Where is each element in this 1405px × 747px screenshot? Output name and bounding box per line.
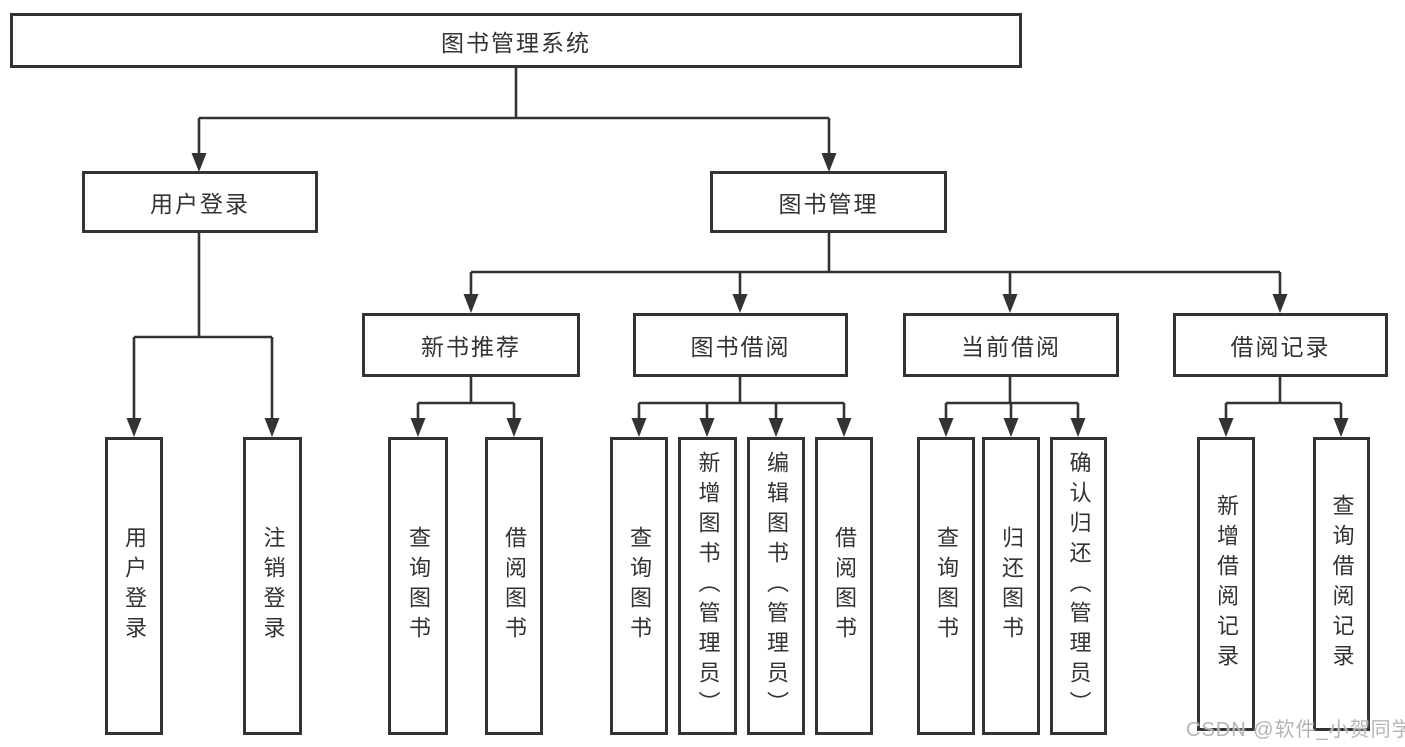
node-label: 用户登录 <box>150 191 250 217</box>
leaf-user-login: 用户登录 <box>105 437 163 735</box>
leaf-add-books-admin: 新增图书（管理员） <box>678 437 737 735</box>
node-borrowing-records: 借阅记录 <box>1173 313 1388 377</box>
leaf-label: 编辑图书（管理员） <box>764 451 789 721</box>
connector-user-login <box>132 233 274 420</box>
leaf-edit-books-admin: 编辑图书（管理员） <box>747 437 805 735</box>
arrowhead <box>699 418 715 437</box>
arrowhead <box>506 418 522 437</box>
arrowhead <box>1272 294 1288 313</box>
node-label: 图书借阅 <box>690 334 791 360</box>
leaf-confirm-return-admin: 确认归还（管理员） <box>1050 437 1107 735</box>
node-book-management: 图书管理 <box>710 171 947 233</box>
arrowhead <box>938 418 954 437</box>
leaf-query-books-borrowing: 查询图书 <box>610 437 668 735</box>
node-label: 当前借阅 <box>961 334 1061 360</box>
leaf-query-books-recommend: 查询图书 <box>388 437 448 735</box>
leaf-label: 借阅图书 <box>832 526 857 646</box>
node-new-book-recommend: 新书推荐 <box>362 313 580 377</box>
leaf-label: 借阅图书 <box>502 526 527 646</box>
arrowhead <box>631 418 647 437</box>
node-book-borrowing: 图书借阅 <box>633 313 848 377</box>
arrowhead <box>836 418 852 437</box>
arrowhead <box>732 294 748 313</box>
connector-borrowing <box>637 377 846 420</box>
leaf-logout: 注销登录 <box>243 437 302 735</box>
connector-records <box>1224 377 1343 420</box>
leaf-label: 注销登录 <box>260 526 286 646</box>
leaf-label: 新增图书（管理员） <box>695 451 721 721</box>
connector-current <box>944 377 1080 420</box>
arrowhead <box>191 153 207 172</box>
arrowhead <box>768 418 784 437</box>
arrowhead <box>1002 294 1018 313</box>
arrowhead <box>1333 418 1349 437</box>
csdn-watermark: CSDN @软件_小贺同学 <box>1186 719 1405 741</box>
arrowhead <box>821 153 837 172</box>
leaf-label: 确认归还（管理员） <box>1066 451 1092 721</box>
connector-new-books <box>416 377 516 420</box>
leaf-label: 用户登录 <box>122 526 147 646</box>
arrowhead <box>1070 418 1086 437</box>
node-root-label: 图书管理系统 <box>441 29 591 56</box>
arrowhead <box>463 294 479 313</box>
connector-root <box>197 68 831 155</box>
arrowhead <box>264 418 280 437</box>
arrowhead <box>410 418 426 437</box>
leaf-label: 查询图书 <box>406 526 431 646</box>
leaf-add-borrow-record: 新增借阅记录 <box>1197 437 1255 731</box>
connector-book-mgmt <box>469 233 1282 296</box>
leaf-query-borrow-record: 查询借阅记录 <box>1313 437 1370 731</box>
node-label: 新书推荐 <box>421 334 521 360</box>
leaf-label: 查询借阅记录 <box>1329 494 1355 674</box>
node-user-login: 用户登录 <box>82 171 318 233</box>
node-current-borrowing: 当前借阅 <box>903 313 1119 377</box>
leaf-label: 新增借阅记录 <box>1214 494 1239 674</box>
leaf-borrow-books: 借阅图书 <box>815 437 873 735</box>
arrowhead <box>1218 418 1234 437</box>
node-root: 图书管理系统 <box>10 13 1022 68</box>
leaf-label: 查询图书 <box>934 526 959 646</box>
leaf-label: 查询图书 <box>627 526 652 646</box>
leaf-borrow-books-recommend: 借阅图书 <box>485 437 543 735</box>
leaf-label: 归还图书 <box>999 526 1024 646</box>
leaf-query-books-current: 查询图书 <box>917 437 975 735</box>
node-label: 借阅记录 <box>1230 334 1331 360</box>
arrowhead <box>1003 418 1019 437</box>
leaf-return-books: 归还图书 <box>982 437 1040 735</box>
arrowhead <box>126 418 142 437</box>
node-label: 图书管理 <box>778 191 879 217</box>
